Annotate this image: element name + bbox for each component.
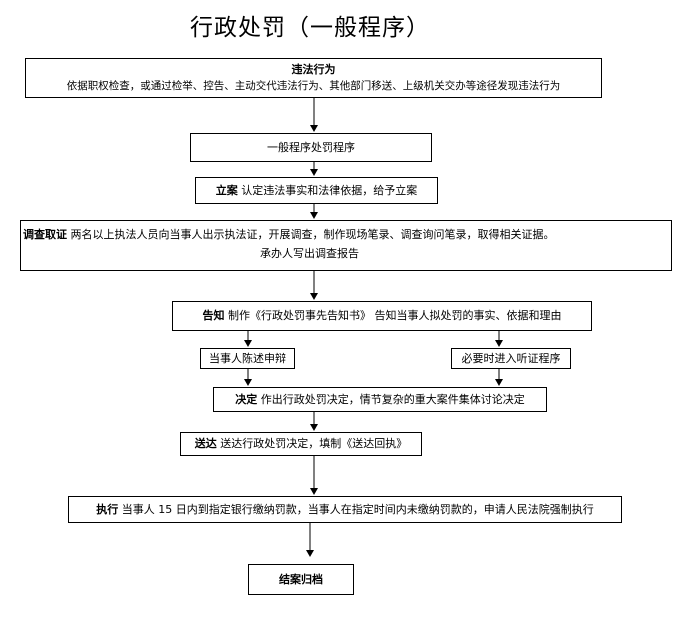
page-title: 行政处罚（一般程序） bbox=[190, 15, 430, 41]
step-general-procedure-text: 一般程序处罚程序 bbox=[267, 141, 355, 154]
step-statement-defense-text: 当事人陈述申辩 bbox=[209, 352, 286, 365]
step-decision: 决定 作出行政处罚决定，情节复杂的重大案件集体讨论决定 bbox=[213, 387, 547, 412]
step-notification-text: 制作《行政处罚事先告知书》 告知当事人拟处罚的事实、依据和理由 bbox=[228, 309, 562, 322]
step-illegal-act: 违法行为 依据职权检查，或通过检举、控告、主动交代违法行为、其他部门移送、上级机… bbox=[25, 58, 602, 98]
step-delivery-head: 送达 bbox=[194, 437, 217, 450]
step-filing-head: 立案 bbox=[215, 184, 238, 197]
step-delivery-text: 送达行政处罚决定，填制《送达回执》 bbox=[220, 437, 408, 450]
step-decision-text: 作出行政处罚决定，情节复杂的重大案件集体讨论决定 bbox=[260, 393, 525, 406]
step-illegal-act-text: 依据职权检查，或通过检举、控告、主动交代违法行为、其他部门移送、上级机关交办等途… bbox=[66, 80, 561, 92]
step-notification-head: 告知 bbox=[202, 309, 225, 322]
step-illegal-act-head: 违法行为 bbox=[291, 63, 336, 76]
step-filing: 立案 认定违法事实和法律依据，给予立案 bbox=[195, 177, 438, 204]
step-execution-head: 执行 bbox=[96, 503, 119, 516]
step-general-procedure: 一般程序处罚程序 bbox=[190, 133, 432, 162]
step-filing-text: 认定违法事实和法律依据，给予立案 bbox=[241, 184, 418, 197]
step-execution: 执行 当事人 15 日内到指定银行缴纳罚款，当事人在指定时间内未缴纳罚款的，申请… bbox=[68, 496, 622, 523]
step-case-closed-text: 结案归档 bbox=[279, 573, 323, 586]
step-notification: 告知 制作《行政处罚事先告知书》 告知当事人拟处罚的事实、依据和理由 bbox=[172, 301, 592, 331]
step-hearing: 必要时进入听证程序 bbox=[451, 348, 571, 369]
step-investigation-text2: 承办人写出调查报告 bbox=[260, 247, 359, 260]
step-investigation-text: 两名以上执法人员向当事人出示执法证，开展调查，制作现场笔录、调查询问笔录，取得相… bbox=[70, 228, 555, 241]
step-statement-defense: 当事人陈述申辩 bbox=[200, 348, 295, 369]
step-investigation-head: 调查取证 bbox=[23, 228, 67, 241]
step-case-closed: 结案归档 bbox=[248, 564, 354, 595]
step-decision-head: 决定 bbox=[235, 393, 258, 406]
step-delivery: 送达 送达行政处罚决定，填制《送达回执》 bbox=[180, 432, 422, 456]
step-execution-text: 当事人 15 日内到指定银行缴纳罚款，当事人在指定时间内未缴纳罚款的，申请人民法… bbox=[121, 503, 594, 516]
step-investigation: 调查取证 两名以上执法人员向当事人出示执法证，开展调查，制作现场笔录、调查询问笔… bbox=[20, 220, 672, 271]
step-hearing-text: 必要时进入听证程序 bbox=[461, 352, 561, 365]
